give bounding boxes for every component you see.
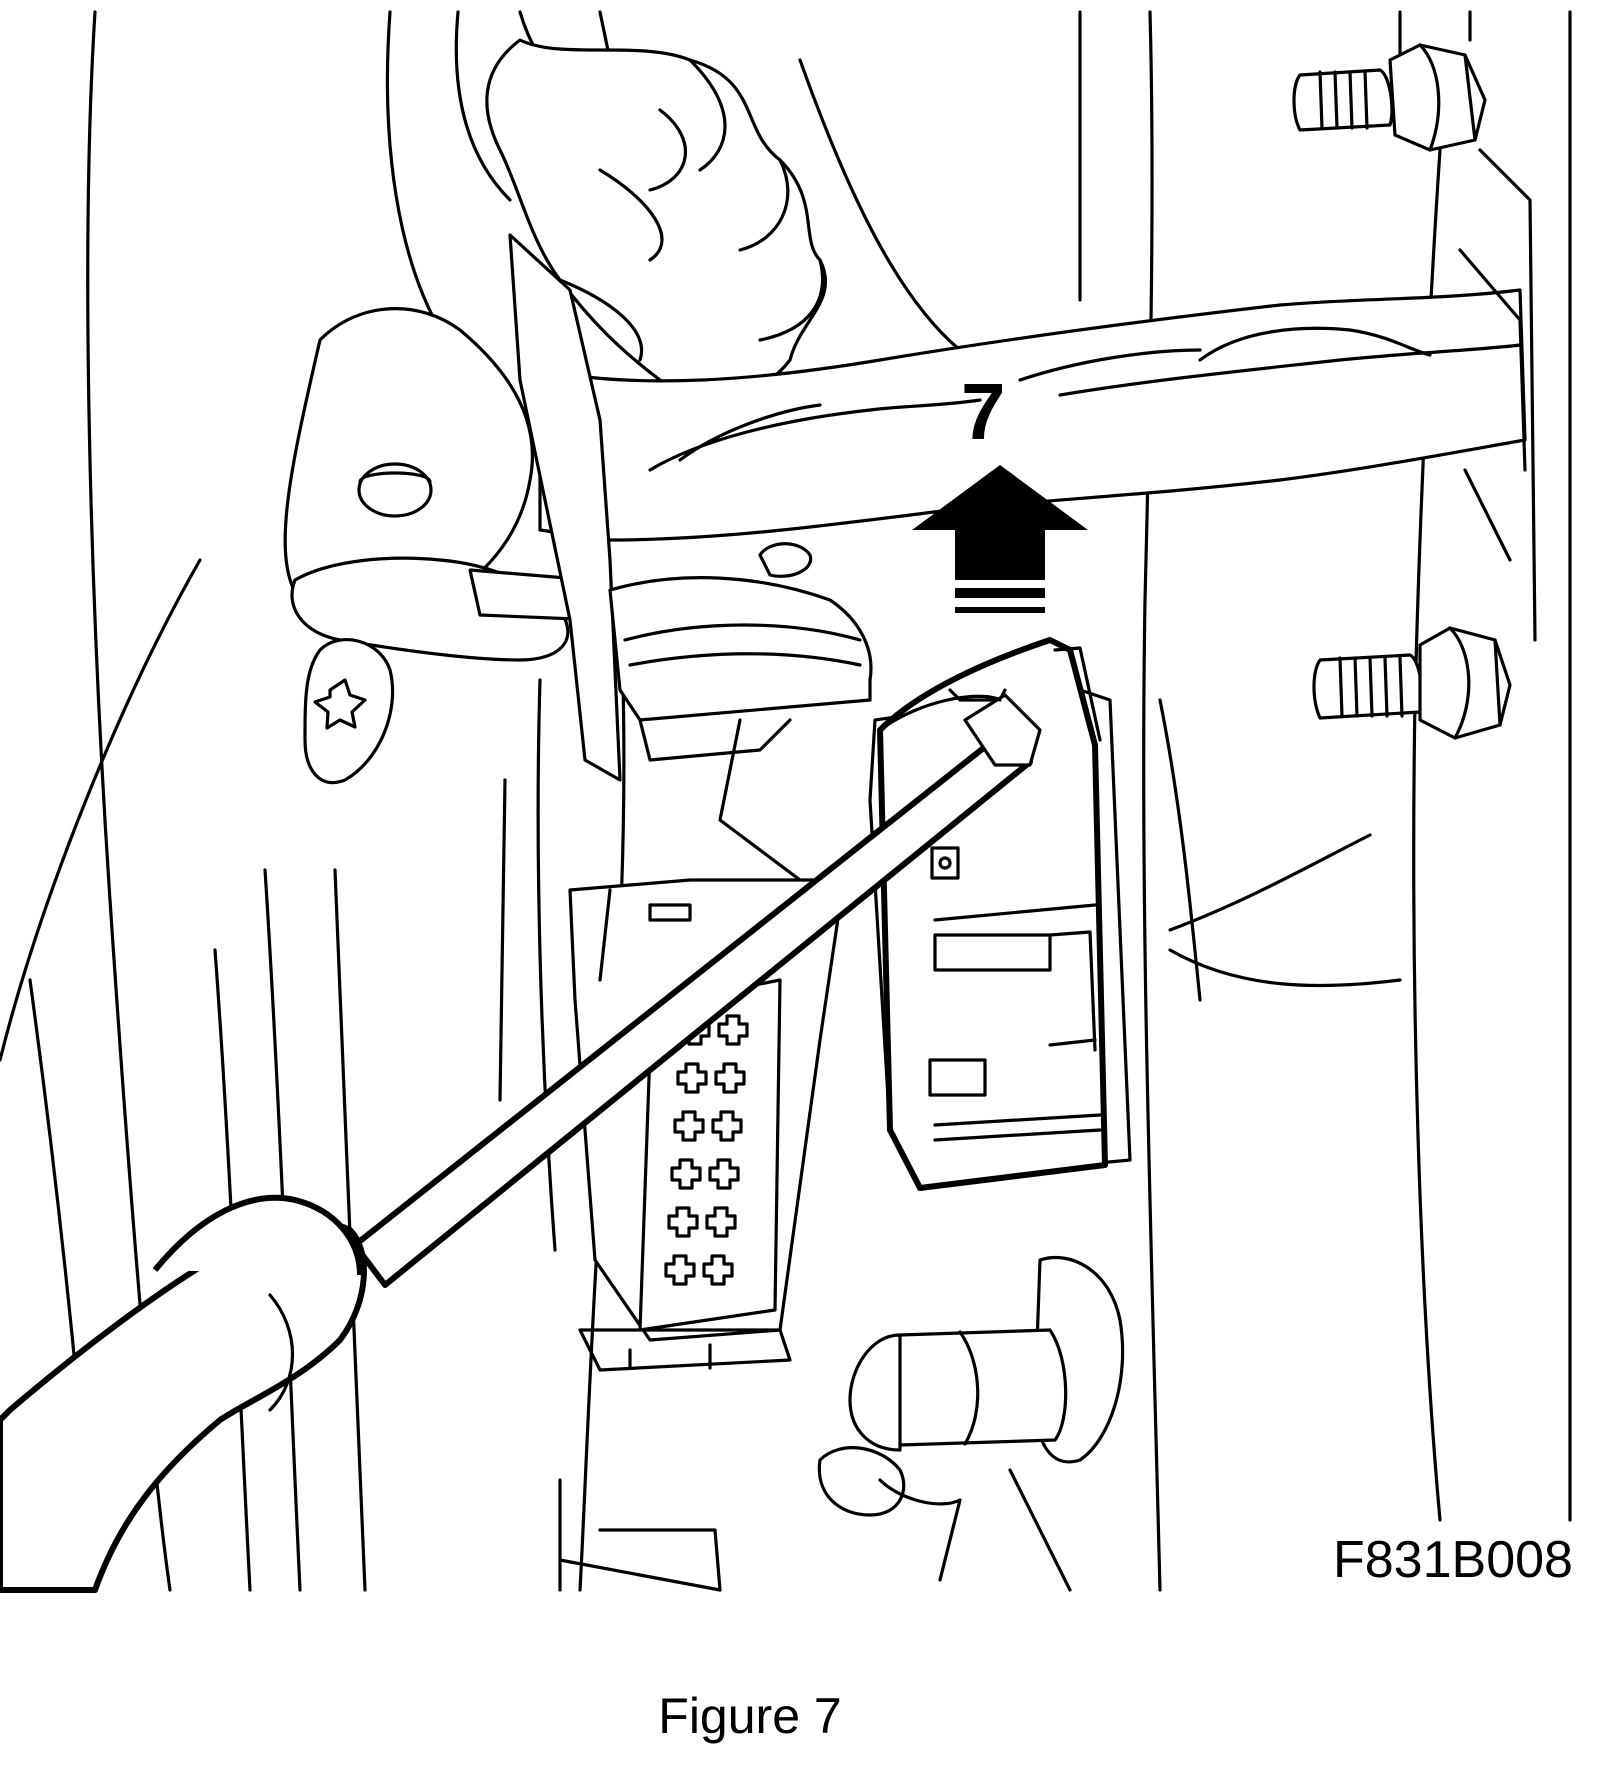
connector-pin bbox=[676, 1062, 708, 1094]
connector-pin bbox=[708, 1158, 740, 1190]
direction-arrow-up-icon bbox=[912, 465, 1088, 613]
callout-leader-lines bbox=[1168, 833, 1402, 988]
connector-pin bbox=[702, 1254, 734, 1286]
connector-pin bbox=[673, 1110, 705, 1142]
connector-pin bbox=[667, 1206, 699, 1238]
connector-pin bbox=[670, 1158, 702, 1190]
door-check-strap bbox=[538, 288, 1527, 542]
step-callout-number: 7 bbox=[961, 367, 1006, 456]
figure-caption: Figure 7 bbox=[658, 1688, 842, 1744]
connector-pin bbox=[717, 1014, 749, 1046]
hex-bolt-lower bbox=[1312, 626, 1512, 740]
lower-nut-bolt bbox=[558, 1255, 1125, 1592]
connector-pin bbox=[664, 1254, 696, 1286]
corrugated-hose bbox=[485, 38, 828, 400]
drawing-identifier: F831B008 bbox=[1333, 1531, 1573, 1589]
connector-pin bbox=[714, 1062, 746, 1094]
torx-screw bbox=[303, 638, 395, 785]
connector-pin bbox=[711, 1110, 743, 1142]
right-frame-clip bbox=[1458, 148, 1537, 642]
connector-pin-grid bbox=[664, 1014, 749, 1286]
screwdriver bbox=[0, 693, 1042, 1593]
connector-housing-upper bbox=[608, 542, 873, 882]
connector-pin bbox=[705, 1206, 737, 1238]
assembly-line-drawing bbox=[0, 10, 1572, 1593]
multipin-connector bbox=[568, 878, 842, 1372]
hex-bolt-upper bbox=[1292, 43, 1487, 152]
